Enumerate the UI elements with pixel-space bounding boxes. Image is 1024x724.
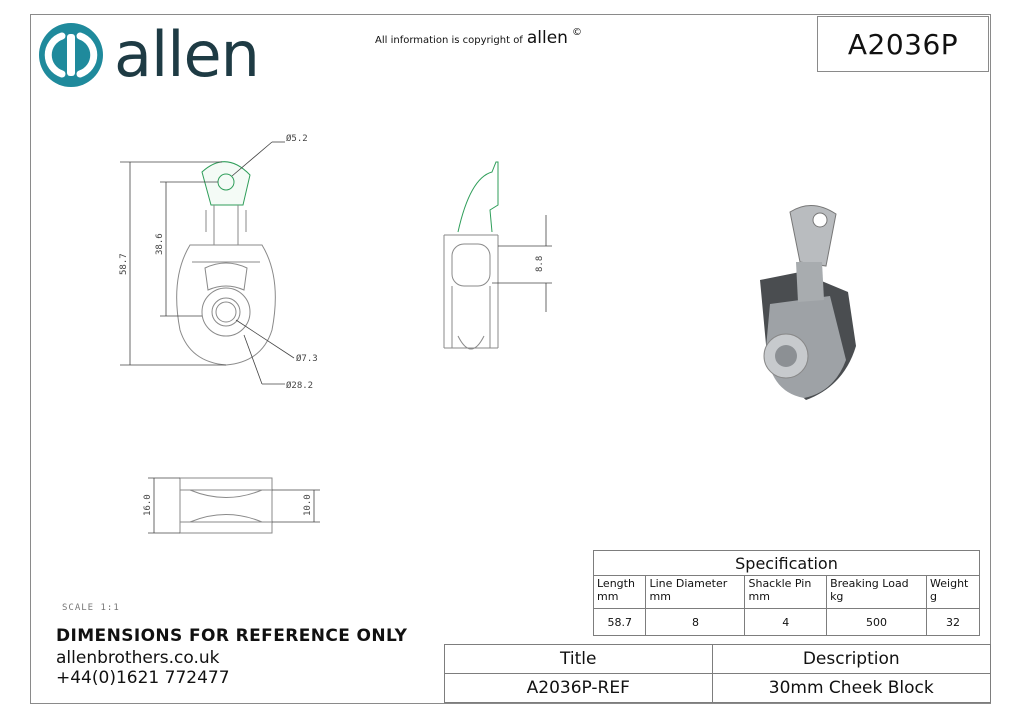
spec-value-shackle-pin: 4 xyxy=(744,608,828,636)
website-text: allenbrothers.co.uk xyxy=(56,648,220,668)
sheave-diameter-label: Ø28.2 xyxy=(286,380,313,391)
front-view xyxy=(176,161,276,366)
reference-note: DIMENSIONS FOR REFERENCE ONLY xyxy=(56,626,408,646)
spec-value-breaking-load: 500 xyxy=(826,608,928,636)
spec-value-row: 58.7 8 4 500 32 xyxy=(592,608,980,636)
logo-wordmark: allen xyxy=(114,18,260,91)
copyright-brand: allen xyxy=(526,28,568,48)
copyright-notice: All information is copyright of allen © xyxy=(375,27,582,48)
overall-length-label: 58.7 xyxy=(119,253,129,275)
side-view xyxy=(443,161,499,350)
allen-logo: allen xyxy=(38,18,260,91)
copyright-prefix: All information is copyright of xyxy=(375,35,523,46)
side-view-dimension-lines xyxy=(492,215,552,312)
top-view xyxy=(179,477,273,534)
hole-diameter-label: Ø5.2 xyxy=(286,133,308,144)
title-value: A2036P-REF xyxy=(444,673,713,703)
drawing-sheet-border xyxy=(30,14,991,704)
title-label: Title xyxy=(444,644,713,674)
scale-label: SCALE 1:1 xyxy=(62,603,120,613)
front-view-dimension-lines xyxy=(120,141,295,385)
description-label: Description xyxy=(711,644,992,674)
sheave-width-label: 16.0 xyxy=(143,494,153,516)
top-view-dimension-lines xyxy=(148,477,320,534)
specification-caption: Specification xyxy=(593,550,980,576)
title-block: Title Description A2036P-REF 30mm Cheek … xyxy=(444,644,992,703)
product-render xyxy=(760,205,856,400)
side-offset-label: 8.8 xyxy=(535,256,545,272)
description-value: 30mm Cheek Block xyxy=(711,673,992,703)
spec-value-line-diameter: 8 xyxy=(645,608,746,636)
spec-value-length: 58.7 xyxy=(592,608,647,636)
spec-value-weight: 32 xyxy=(926,608,980,636)
groove-width-label: 10.0 xyxy=(303,494,313,516)
axle-diameter-label: Ø7.3 xyxy=(296,353,318,364)
pin-axle-distance-label: 38.6 xyxy=(155,233,165,255)
part-number-box: A2036P xyxy=(817,16,989,72)
part-number: A2036P xyxy=(847,27,959,61)
phone-text: +44(0)1621 772477 xyxy=(56,668,230,688)
allen-logo-mark-icon xyxy=(39,23,103,87)
copyright-symbol: © xyxy=(571,27,582,38)
